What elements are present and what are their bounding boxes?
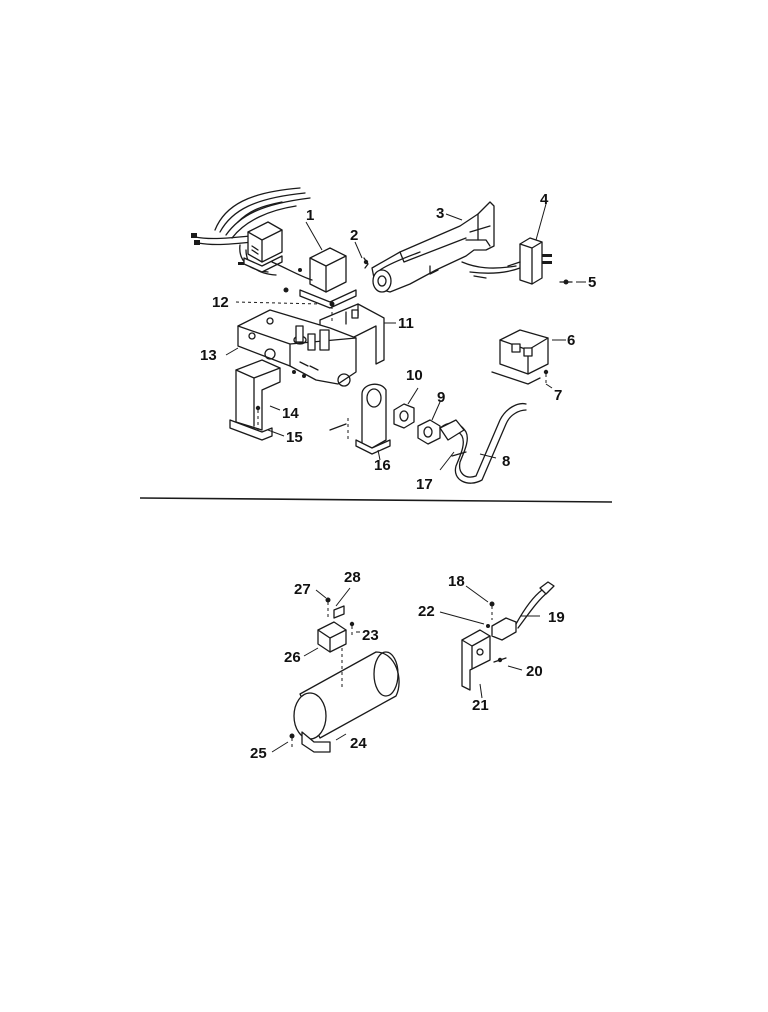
callout-2: 2	[350, 227, 358, 244]
heater-cylinder	[293, 648, 400, 753]
callout-3: 3	[436, 205, 444, 222]
callout-labels: 1 2 3 4 5 6 7 8 9 10 11 12 13 14 15 16 1…	[200, 191, 596, 762]
callout-18: 18	[448, 573, 465, 590]
door-switch-assembly	[461, 581, 555, 691]
callout-1: 1	[306, 207, 314, 224]
callout-19: 19	[548, 609, 565, 626]
callout-12: 12	[212, 294, 229, 311]
callout-23: 23	[362, 627, 379, 644]
callout-26: 26	[284, 649, 301, 666]
lower-left-leaders	[271, 587, 360, 753]
fitting-part-9	[417, 419, 441, 445]
callout-25: 25	[250, 745, 267, 762]
heater-assembly	[289, 597, 400, 753]
nut-part-10	[393, 403, 415, 429]
screw-part-28	[333, 605, 345, 619]
callout-7: 7	[554, 387, 562, 404]
hinge-bracket	[329, 383, 391, 455]
ice-chute-assembly	[371, 201, 521, 293]
callout-22: 22	[418, 603, 435, 620]
mounting-bracket-left	[229, 359, 281, 441]
callout-17: 17	[416, 476, 433, 493]
callout-27: 27	[294, 581, 311, 598]
switch-bracket	[507, 237, 552, 285]
switch-assembly	[491, 329, 549, 386]
callout-10: 10	[406, 367, 423, 384]
water-tube	[439, 402, 527, 484]
section-divider	[139, 497, 613, 503]
callout-21: 21	[472, 697, 489, 714]
screw-part-12	[329, 301, 335, 322]
upper-assembly	[191, 187, 573, 484]
callout-14: 14	[282, 405, 299, 422]
callout-15: 15	[286, 429, 303, 446]
clip-part-2	[363, 257, 369, 269]
callout-5: 5	[588, 274, 596, 291]
screw-part-27	[325, 597, 331, 618]
solenoid-valve-pair	[238, 221, 357, 309]
screw-part-5	[559, 279, 573, 285]
upper-leaders	[225, 203, 586, 471]
lower-right-leaders	[439, 585, 540, 699]
callout-9: 9	[437, 389, 445, 406]
callout-6: 6	[567, 332, 575, 349]
callout-28: 28	[344, 569, 361, 586]
callout-16: 16	[374, 457, 391, 474]
callout-20: 20	[526, 663, 543, 680]
callout-4: 4	[540, 191, 549, 208]
callout-8: 8	[502, 453, 510, 470]
thermostat-clip	[317, 621, 355, 653]
main-housing	[237, 309, 357, 387]
callout-13: 13	[200, 347, 217, 364]
callout-11: 11	[398, 315, 414, 332]
screw-part-25	[289, 733, 295, 750]
callout-24: 24	[350, 735, 367, 752]
